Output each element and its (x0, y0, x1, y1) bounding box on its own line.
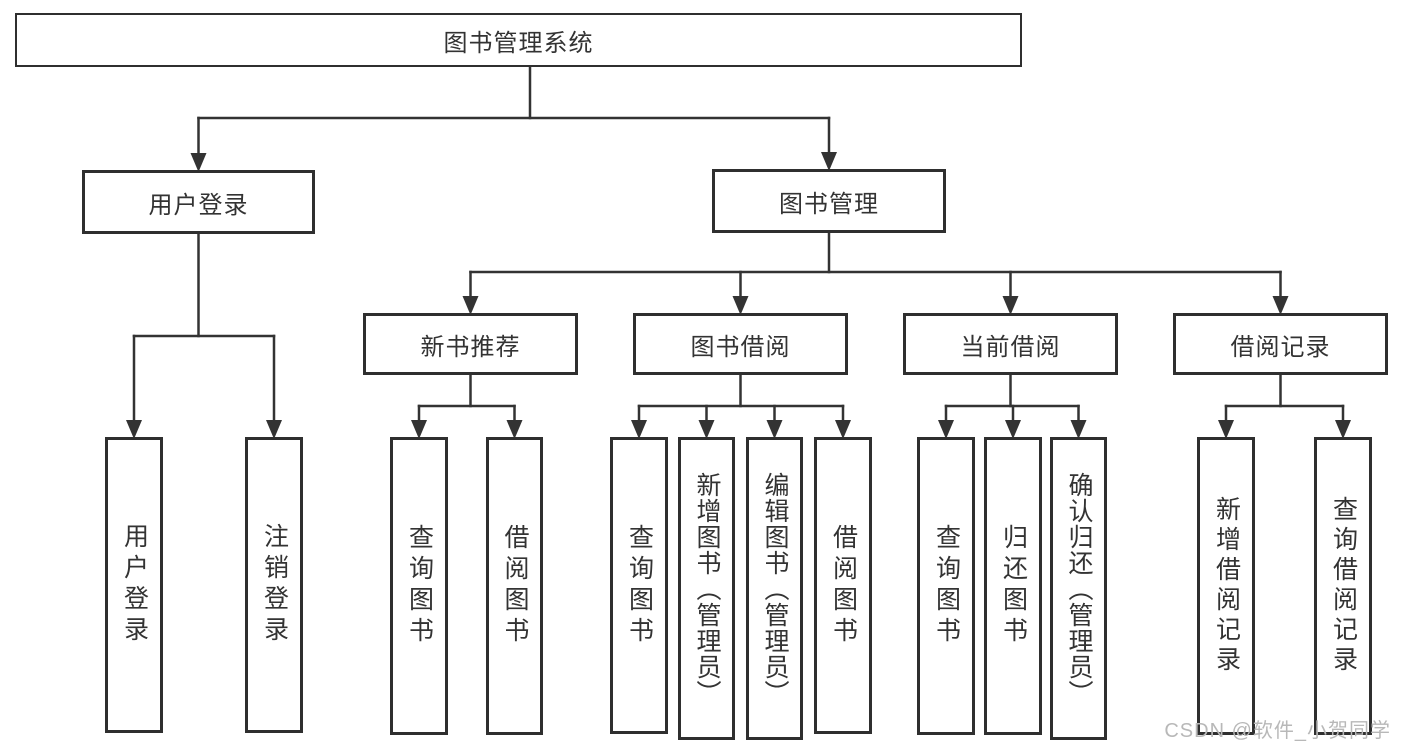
node-label-nr-query-books: 查询图书 (405, 524, 434, 648)
node-leaf-logout: 注销登录 (245, 437, 303, 733)
node-user-login: 用户登录 (82, 170, 315, 234)
node-label-root: 图书管理系统 (443, 29, 594, 57)
node-cb-return-book: 归还图书 (984, 437, 1042, 735)
node-label-nr-borrow-books: 借阅图书 (501, 524, 529, 648)
node-label-leaf-user-login: 用户登录 (120, 523, 149, 647)
node-label-bb-edit-book: 编辑图书（管理员） (761, 471, 789, 706)
node-nr-borrow-books: 借阅图书 (486, 437, 543, 735)
node-label-book-mgmt: 图书管理 (779, 190, 879, 218)
node-label-borrow-record: 借阅记录 (1230, 333, 1331, 361)
node-label-cb-return-book: 归还图书 (999, 524, 1028, 648)
node-label-bb-borrow-books: 借阅图书 (829, 523, 858, 648)
node-label-book-borrow: 图书借阅 (690, 333, 791, 361)
node-borrow-record: 借阅记录 (1173, 313, 1388, 375)
node-label-bb-query-books: 查询图书 (625, 523, 654, 648)
node-label-leaf-logout: 注销登录 (260, 523, 289, 647)
node-label-cb-query-books: 查询图书 (932, 524, 961, 648)
node-label-br-add-record: 新增借阅记录 (1212, 496, 1241, 676)
node-nr-query-books: 查询图书 (390, 437, 448, 735)
node-bb-add-book: 新增图书（管理员） (678, 437, 735, 740)
node-label-current-borrow: 当前借阅 (960, 333, 1061, 361)
watermark: CSDN @软件_小贺同学 (1164, 720, 1391, 742)
node-cb-confirm-return: 确认归还（管理员） (1050, 437, 1107, 740)
node-cb-query-books: 查询图书 (917, 437, 975, 735)
node-label-new-book-recommend: 新书推荐 (420, 333, 521, 361)
node-root: 图书管理系统 (15, 13, 1022, 67)
node-label-cb-confirm-return: 确认归还（管理员） (1065, 471, 1093, 706)
node-new-book-recommend: 新书推荐 (363, 313, 578, 375)
node-label-user-login: 用户登录 (148, 191, 249, 219)
node-book-mgmt: 图书管理 (712, 169, 946, 233)
node-book-borrow: 图书借阅 (633, 313, 848, 375)
node-leaf-user-login: 用户登录 (105, 437, 163, 733)
node-br-query-record: 查询借阅记录 (1314, 437, 1372, 735)
node-label-bb-add-book: 新增图书（管理员） (693, 471, 721, 706)
node-bb-query-books: 查询图书 (610, 437, 668, 734)
node-current-borrow: 当前借阅 (903, 313, 1118, 375)
node-bb-borrow-books: 借阅图书 (814, 437, 872, 734)
node-label-br-query-record: 查询借阅记录 (1329, 496, 1358, 676)
node-br-add-record: 新增借阅记录 (1197, 437, 1255, 735)
node-bb-edit-book: 编辑图书（管理员） (746, 437, 803, 740)
